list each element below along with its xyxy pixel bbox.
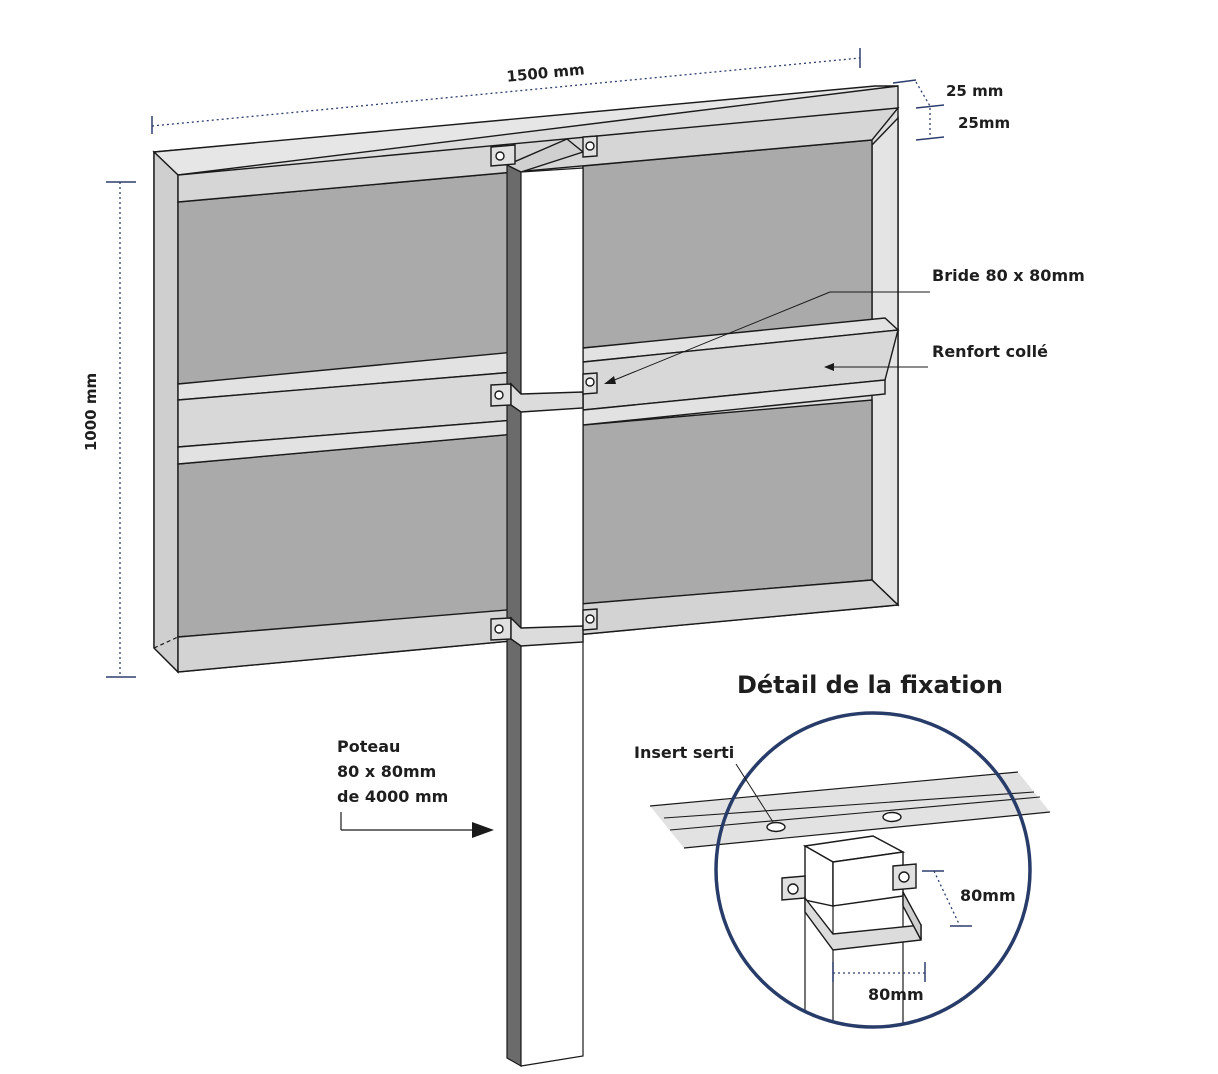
post-dark-side [506, 164, 522, 1068]
callout-renfort: Renfort collé [824, 342, 1048, 371]
detail-circle [714, 711, 1032, 1029]
panel-sheet-lower-right [582, 399, 873, 605]
dimension-height: 1000 mm [82, 181, 136, 678]
insert-label: Insert serti [634, 743, 734, 762]
panel-sheet-upper-left [177, 171, 516, 385]
bracket-middle-hole-left [494, 390, 504, 400]
detail-title: Détail de la fixation [737, 671, 1003, 699]
post-front-face [520, 167, 584, 1067]
bracket-bottom-band [510, 616, 584, 647]
panel-left-side [153, 150, 179, 674]
dimension-depth: 25 mm 25mm [892, 79, 1010, 141]
bracket-bottom [490, 608, 598, 647]
insert-hole-2 [882, 811, 902, 823]
insert-hole-1 [766, 821, 786, 833]
bracket-middle-band [510, 382, 584, 413]
bracket-top [490, 135, 598, 167]
bracket-bottom-hole-left [494, 624, 504, 634]
height-label: 1000 mm [82, 373, 100, 451]
callout-bride: Bride 80 x 80mm [604, 266, 1085, 384]
bride-label: Bride 80 x 80mm [932, 266, 1085, 285]
bottom-right-hidden-edge [871, 579, 899, 606]
bracket-top-hole-left [495, 151, 505, 161]
post [505, 138, 585, 1068]
detail-dim-bottom: 80mm [832, 962, 926, 1004]
renfort-label: Renfort collé [932, 342, 1048, 361]
detail-post-bracket [781, 835, 922, 1027]
bracket-bottom-hole-right [585, 614, 595, 624]
detail-section: Détail de la fixation [634, 671, 1051, 1029]
depth-top-label: 25 mm [946, 82, 1003, 100]
detail-dim-right-label: 80mm [960, 886, 1016, 905]
detail-dim-right: 80mm [922, 870, 1016, 927]
callout-poteau: Poteau 80 x 80mm de 4000 mm [337, 737, 494, 838]
bottom-left-hidden-edge [153, 636, 179, 649]
insert-callout: Insert serti [634, 743, 774, 823]
poteau-line1: Poteau [337, 737, 400, 756]
panel-sheet-lower-left [177, 433, 516, 638]
depth-side-label: 25mm [958, 114, 1010, 132]
bracket-middle-hole-right [585, 377, 595, 387]
detail-dim-bottom-label: 80mm [868, 985, 924, 1004]
panel-sheet-upper-right [582, 139, 873, 349]
detail-rail [649, 771, 1051, 849]
poteau-line2: 80 x 80mm [337, 762, 436, 781]
poteau-line3: de 4000 mm [337, 787, 448, 806]
bracket-top-hole-right [585, 141, 595, 151]
bracket-middle [490, 372, 598, 413]
width-label: 1500 mm [506, 60, 586, 85]
